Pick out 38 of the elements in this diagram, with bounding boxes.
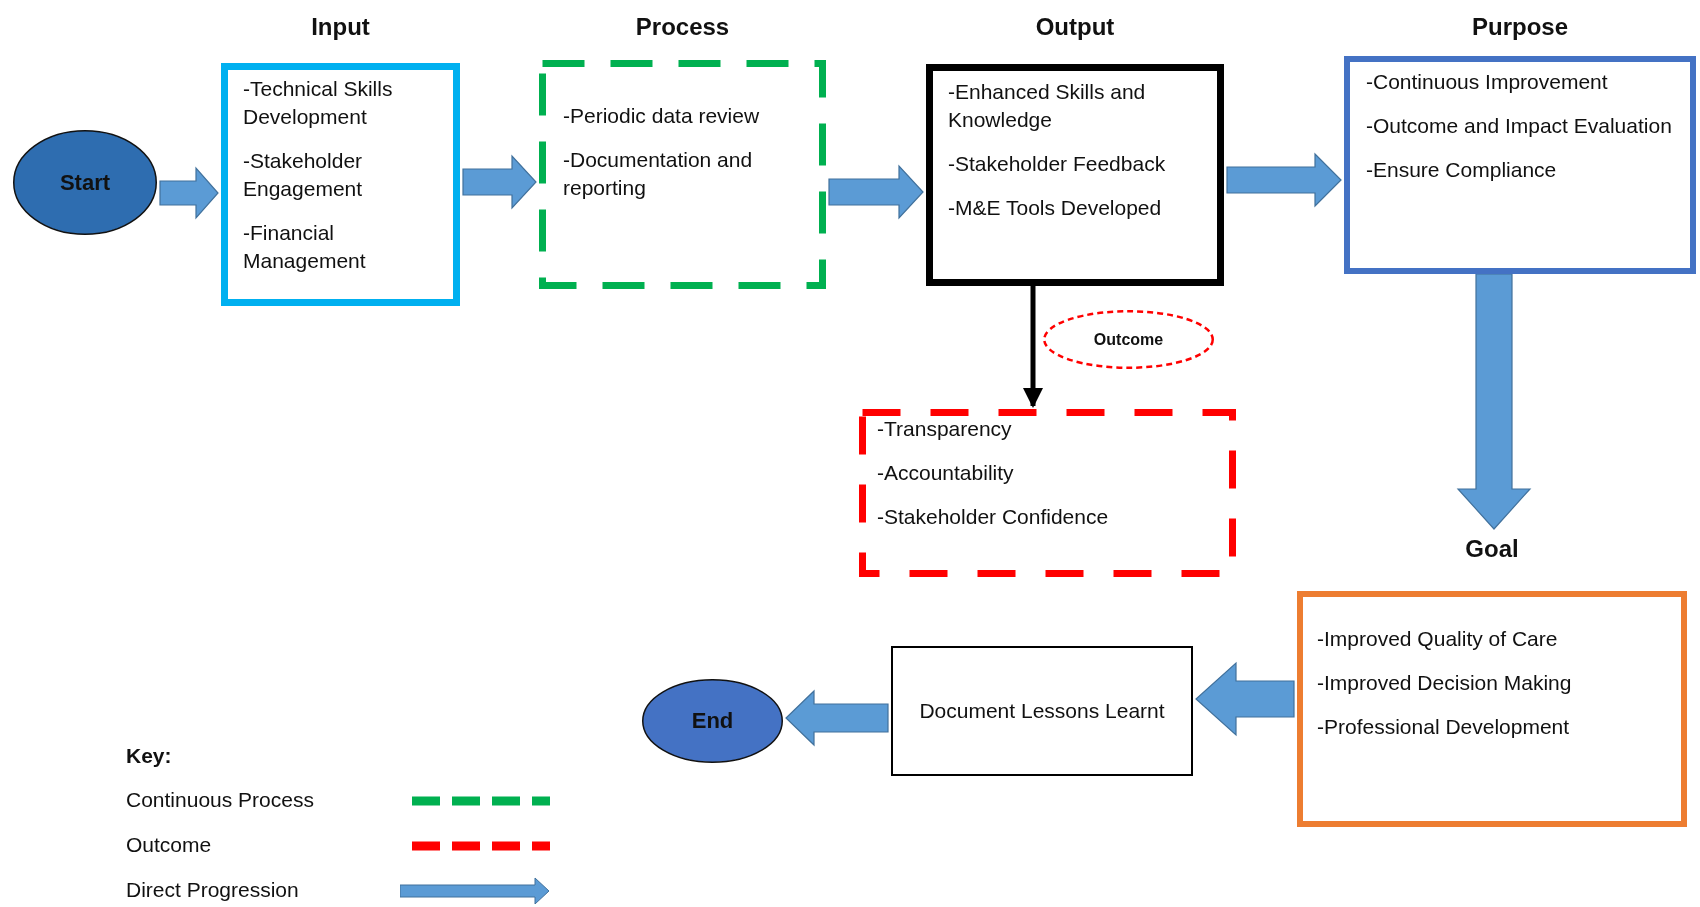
list-item: -Ensure Compliance	[1366, 157, 1558, 183]
list-item: -Stakeholder Engagement	[243, 148, 364, 202]
legend-label: Direct Progression	[126, 878, 299, 902]
node-label: Outcome	[1093, 329, 1164, 350]
node-label: Start	[59, 168, 111, 197]
column-heading: Output	[1034, 12, 1116, 42]
list-item: -Accountability	[877, 460, 1015, 486]
arrow	[1023, 286, 1043, 408]
list-item: -Outcome and Impact Evaluation	[1366, 113, 1673, 139]
column-heading: Input	[310, 12, 371, 42]
legend-label: Continuous Process	[126, 788, 314, 812]
block-arrow	[159, 166, 219, 220]
list-item: -Improved Quality of Care	[1317, 626, 1559, 652]
list-item: -Transparency	[877, 416, 1013, 442]
list-item: -Periodic data review	[563, 103, 761, 129]
block-arrow	[1195, 661, 1295, 737]
node-label: End	[691, 707, 734, 735]
block-arrow	[462, 154, 537, 210]
list-item: -M&E Tools Developed	[948, 195, 1163, 221]
list-item: -Professional Development	[1317, 714, 1571, 740]
key-heading: Key:	[126, 744, 172, 768]
column-heading: Goal	[1464, 534, 1520, 564]
list-item: -Improved Decision Making	[1317, 670, 1573, 696]
block-arrow	[828, 164, 924, 220]
list-item: -Stakeholder Feedback	[948, 151, 1167, 177]
box-text: Document Lessons Learnt	[919, 698, 1165, 724]
list-item: -Enhanced Skills and Knowledge	[948, 79, 1147, 133]
block-arrow	[1456, 273, 1532, 530]
column-heading: Purpose	[1471, 12, 1569, 42]
legend-label: Outcome	[126, 833, 212, 857]
list-item: -Continuous Improvement	[1366, 69, 1609, 95]
list-item: -Financial Management	[243, 220, 367, 274]
block-arrow	[1226, 152, 1342, 208]
list-item: -Technical Skills Development	[243, 76, 394, 130]
block-arrow	[785, 689, 889, 747]
list-item: -Documentation and reporting	[563, 147, 754, 201]
list-item: -Stakeholder Confidence	[877, 504, 1110, 530]
column-heading: Process	[634, 12, 731, 42]
